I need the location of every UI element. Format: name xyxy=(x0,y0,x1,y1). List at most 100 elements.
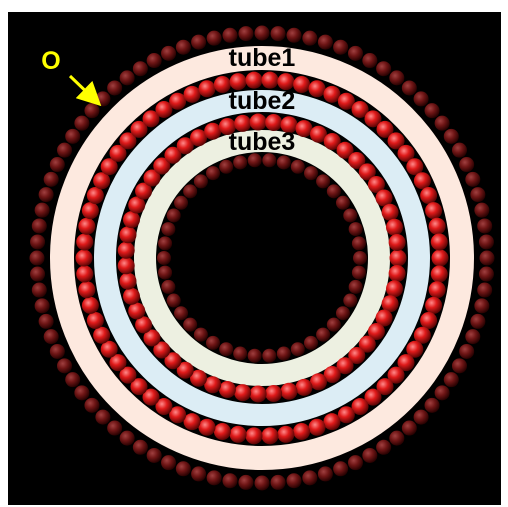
bead xyxy=(385,280,403,298)
bead xyxy=(443,128,459,144)
bead xyxy=(95,91,111,107)
bead xyxy=(323,365,341,383)
bead xyxy=(206,335,220,350)
bead xyxy=(123,211,141,229)
bead xyxy=(75,249,93,267)
bead xyxy=(49,157,65,173)
bead xyxy=(270,26,286,42)
bead xyxy=(174,306,189,321)
bead xyxy=(155,100,173,118)
bead xyxy=(358,163,376,181)
bead xyxy=(34,298,50,314)
bead xyxy=(30,266,46,282)
origin-pointer-arrow xyxy=(68,74,102,107)
bead xyxy=(316,327,331,342)
bead xyxy=(333,461,349,477)
bead xyxy=(316,174,331,189)
bead xyxy=(190,129,208,147)
bead xyxy=(57,358,73,374)
bead xyxy=(270,474,286,490)
bead xyxy=(119,366,137,384)
bead xyxy=(107,420,123,436)
bead xyxy=(308,80,326,98)
bead xyxy=(474,202,490,218)
bead xyxy=(302,30,318,46)
bead xyxy=(204,376,222,394)
bead xyxy=(387,132,405,150)
bead xyxy=(84,397,100,413)
bead xyxy=(245,71,263,89)
bead xyxy=(65,128,81,144)
bead xyxy=(276,346,291,361)
bead xyxy=(109,144,127,162)
bead xyxy=(153,157,171,175)
bead xyxy=(142,388,160,406)
bead xyxy=(29,250,45,266)
bead xyxy=(413,172,431,190)
bead xyxy=(74,385,90,401)
bead xyxy=(176,361,194,379)
bead xyxy=(348,347,366,365)
bead xyxy=(337,92,355,110)
bead xyxy=(425,202,443,220)
bead xyxy=(428,217,446,235)
bead xyxy=(164,352,182,370)
bead xyxy=(375,189,393,207)
bead xyxy=(76,233,94,251)
bead-rings xyxy=(29,25,495,491)
bead xyxy=(123,287,141,305)
bead xyxy=(219,342,234,357)
bead xyxy=(326,317,341,332)
bead xyxy=(193,327,208,342)
bead xyxy=(335,195,350,210)
bead xyxy=(262,153,277,168)
bead xyxy=(295,378,313,396)
bead xyxy=(336,141,354,159)
bead xyxy=(174,195,189,210)
bead xyxy=(430,265,448,283)
bead xyxy=(78,281,96,299)
bead xyxy=(465,171,481,187)
bead xyxy=(367,175,385,193)
bead xyxy=(119,132,137,150)
bead xyxy=(190,369,208,387)
bead xyxy=(413,91,429,107)
bead xyxy=(254,25,270,41)
bead xyxy=(119,70,135,86)
bead xyxy=(206,166,220,181)
bead xyxy=(95,409,111,425)
bead xyxy=(183,317,198,332)
bead xyxy=(191,34,207,50)
bead xyxy=(119,226,137,244)
bead xyxy=(74,115,90,131)
bead xyxy=(128,302,146,320)
bead xyxy=(326,184,341,199)
bead xyxy=(290,342,305,357)
bead xyxy=(277,73,295,91)
bead xyxy=(381,203,399,221)
bead xyxy=(362,447,378,463)
bead xyxy=(30,234,46,250)
bead xyxy=(310,373,327,391)
bead xyxy=(161,45,177,61)
bead xyxy=(413,409,429,425)
bead xyxy=(161,279,176,294)
bead xyxy=(157,251,171,265)
bead xyxy=(146,53,162,69)
bead xyxy=(413,326,431,344)
bead xyxy=(132,61,148,77)
bead xyxy=(146,447,162,463)
bead xyxy=(397,354,415,372)
bead xyxy=(364,388,382,406)
bead xyxy=(117,241,135,259)
bead xyxy=(245,427,263,445)
bead xyxy=(376,439,392,455)
bead xyxy=(362,53,378,69)
bead xyxy=(132,439,148,455)
bead xyxy=(406,340,424,358)
bead xyxy=(130,120,148,138)
bead xyxy=(424,397,440,413)
bead xyxy=(477,218,493,234)
bead xyxy=(238,474,254,490)
tube2-bead-ring xyxy=(117,113,407,403)
